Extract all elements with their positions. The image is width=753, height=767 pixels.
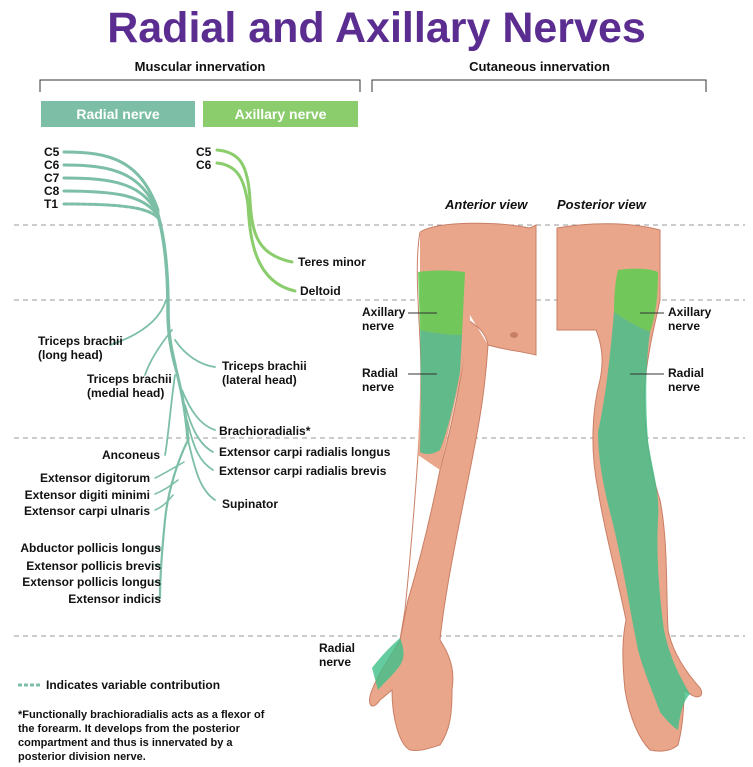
- radial-nerve-tree: [62, 150, 216, 600]
- label-ecr-longus: Extensor carpi radialis longus: [219, 445, 391, 459]
- label-brachioradialis: Brachioradialis*: [219, 424, 311, 438]
- label-supinator: Supinator: [222, 497, 278, 511]
- anterior-radial-label-1: Radial: [362, 366, 399, 380]
- muscular-bracket: [39, 79, 361, 92]
- cutaneous-bracket: [371, 79, 707, 92]
- label-ext-digitorum: Extensor digitorum: [39, 471, 150, 485]
- radial-root-c8: C8: [44, 184, 60, 198]
- label-anconeus: Anconeus: [101, 448, 160, 462]
- radial-root-c5: C5: [44, 145, 60, 159]
- label-ecr-brevis: Extensor carpi radialis brevis: [219, 464, 387, 478]
- label-triceps-medial-1: Triceps brachii: [87, 372, 172, 386]
- cutaneous-innervation-heading: Cutaneous innervation: [469, 59, 610, 74]
- pointer-lines: [408, 312, 664, 375]
- label-teres-minor: Teres minor: [298, 255, 366, 269]
- label-ext-pollicis-longus: Extensor pollicis longus: [22, 575, 161, 589]
- posterior-axillary-label-1: Axillary: [668, 305, 712, 319]
- anterior-axillary-label-2: nerve: [362, 319, 395, 333]
- radial-root-c6: C6: [44, 158, 60, 172]
- label-ext-pollicis-brevis: Extensor pollicis brevis: [26, 559, 161, 573]
- posterior-axillary-label-2: nerve: [668, 319, 701, 333]
- level-separators: [14, 224, 745, 637]
- anterior-arm-illustration: [369, 222, 537, 751]
- posterior-view-label: Posterior view: [557, 197, 646, 212]
- posterior-arm-illustration: [556, 223, 703, 752]
- label-ext-digiti-minimi: Extensor digiti minimi: [24, 488, 150, 502]
- label-deltoid: Deltoid: [300, 284, 341, 298]
- posterior-radial-label-2: nerve: [668, 380, 701, 394]
- radial-root-c7: C7: [44, 171, 60, 185]
- anterior-axillary-label-1: Axillary: [362, 305, 406, 319]
- axillary-nerve-tree: [215, 148, 297, 293]
- label-triceps-lateral-2: (lateral head): [222, 373, 297, 387]
- anterior-view-label: Anterior view: [445, 197, 528, 212]
- legend-text: Indicates variable contribution: [46, 678, 221, 692]
- hand-radial-label-2: nerve: [319, 655, 352, 669]
- label-ext-carpi-ulnaris: Extensor carpi ulnaris: [23, 504, 150, 518]
- page-title: Radial and Axillary Nerves: [107, 4, 646, 52]
- label-triceps-medial-2: (medial head): [87, 386, 165, 400]
- label-ext-indicis: Extensor indicis: [68, 592, 161, 606]
- anterior-radial-label-2: nerve: [362, 380, 395, 394]
- axillary-root-c5: C5: [196, 145, 212, 159]
- radial-root-t1: T1: [44, 197, 59, 211]
- label-triceps-long-1: Triceps brachii: [38, 334, 123, 348]
- radial-nerve-box: Radial nerve: [41, 101, 195, 127]
- footnote: *Functionally brachioradialis acts as a …: [18, 709, 265, 763]
- posterior-radial-label-1: Radial: [668, 366, 705, 380]
- label-abd-pollicis-longus: Abductor pollicis longus: [20, 541, 161, 555]
- label-triceps-long-2: (long head): [38, 348, 103, 362]
- label-triceps-lateral-1: Triceps brachii: [222, 359, 307, 373]
- axillary-root-c6: C6: [196, 158, 212, 172]
- axillary-nerve-box: Axillary nerve: [203, 101, 358, 127]
- muscular-innervation-heading: Muscular innervation: [134, 59, 266, 74]
- hand-radial-label-1: Radial: [319, 641, 356, 655]
